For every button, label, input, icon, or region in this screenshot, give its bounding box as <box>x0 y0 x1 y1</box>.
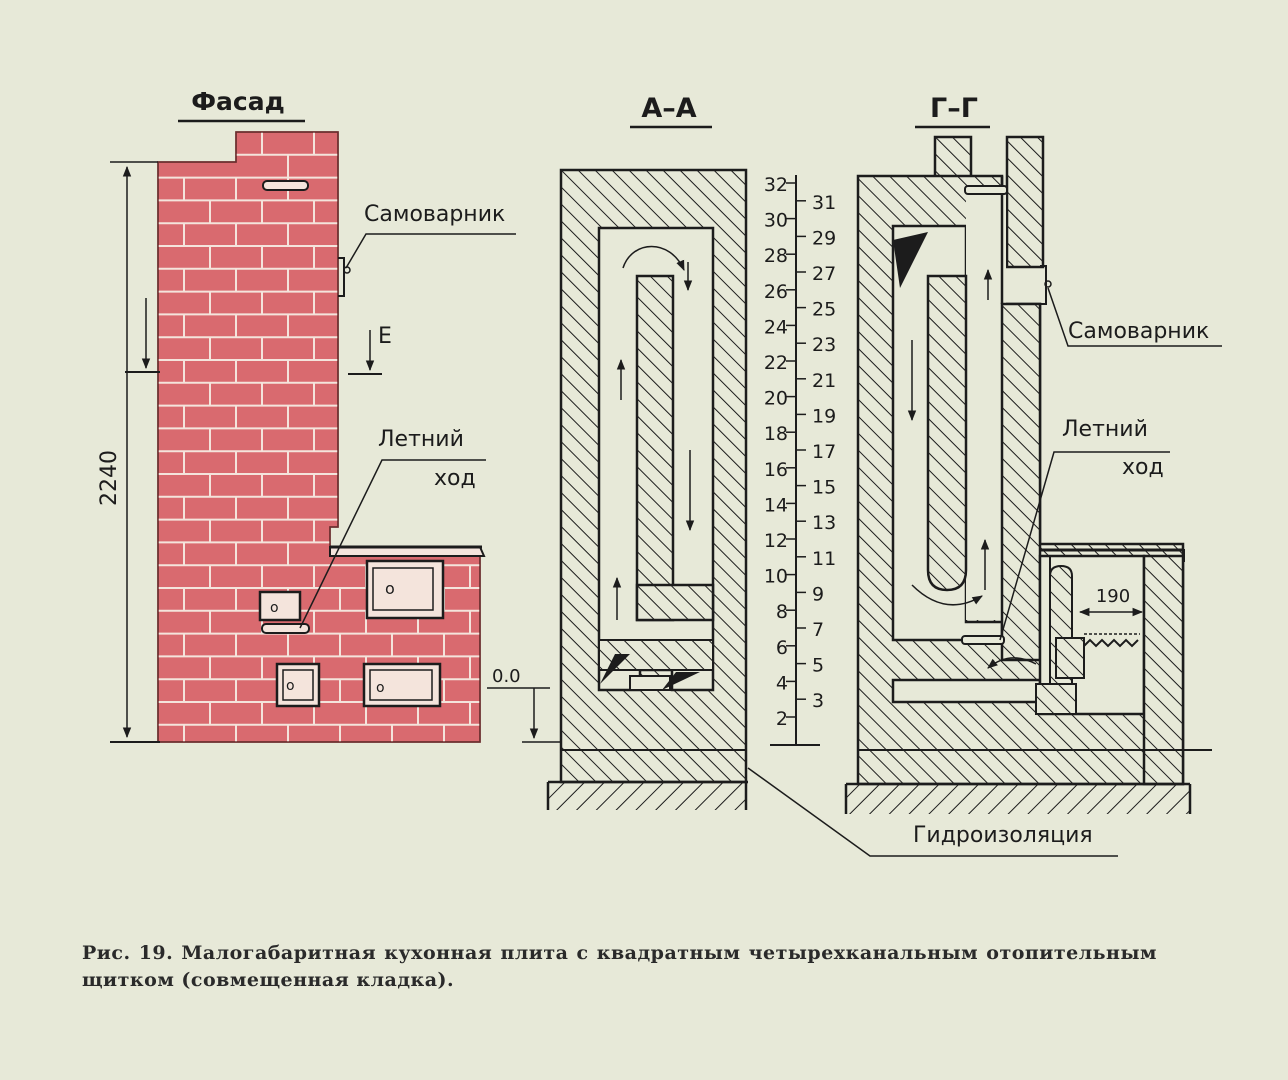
top-valve <box>262 180 309 191</box>
label-khod-facade: ход <box>434 466 476 491</box>
zero-level-label: 0.0 <box>492 666 521 687</box>
aa-inner-partition <box>635 274 675 622</box>
scale-number-left: 24 <box>764 316 788 338</box>
label-samovarnik-section: Самоварник <box>1068 319 1209 344</box>
scale-number-right: 13 <box>812 512 836 534</box>
scale-number-right: 31 <box>812 192 836 214</box>
scale-number-right: 19 <box>812 405 836 427</box>
scale-number-right: 27 <box>812 263 836 285</box>
figure-caption: Рис. 19. Малогабаритная кухонная плита с… <box>82 942 1157 991</box>
section-mark-e: Е <box>378 324 392 349</box>
svg-text:о: о <box>270 600 279 616</box>
oven-door: о <box>365 559 445 620</box>
scale-number-left: 14 <box>764 494 788 516</box>
dimension-190: 190 <box>1096 586 1130 607</box>
scale-number-left: 30 <box>764 210 788 232</box>
scale-number-left: 32 <box>764 174 788 196</box>
svg-text:о: о <box>376 680 385 696</box>
summer-valve <box>261 623 310 634</box>
ash-door: о <box>362 662 442 708</box>
scale-number-left: 2 <box>776 708 788 730</box>
scale-number-right: 7 <box>812 619 824 641</box>
scale-number-left: 8 <box>776 601 788 623</box>
waterproofing-callout: Гидроизоляция <box>747 767 1118 857</box>
scale-number-right: 23 <box>812 334 836 356</box>
svg-text:о: о <box>286 678 295 694</box>
scale-number-right: 15 <box>812 477 836 499</box>
gg-inner-partition <box>926 274 968 592</box>
label-letniy-section: Летний <box>1062 417 1148 442</box>
scale-number-left: 4 <box>776 672 788 694</box>
scale-number-left: 18 <box>764 423 788 445</box>
scale-number-right: 11 <box>812 548 836 570</box>
facade-view: Фасад о о о <box>97 87 560 743</box>
section-aa-title: А–А <box>641 93 696 124</box>
scale-number-left: 20 <box>764 388 788 410</box>
scale-number-right: 5 <box>812 655 824 677</box>
height-dimension: 2240 <box>97 450 122 506</box>
label-khod-section: ход <box>1122 455 1164 480</box>
samovar-outlet <box>338 257 345 297</box>
svg-text:о: о <box>385 579 395 598</box>
label-letniy-facade: Летний <box>378 427 464 452</box>
section-gg-title: Г–Г <box>930 93 978 124</box>
scale-number-left: 10 <box>764 566 788 588</box>
scale-number-right: 3 <box>812 690 824 712</box>
label-samovarnik-facade: Самоварник <box>364 202 505 227</box>
scale-number-left: 6 <box>776 637 788 659</box>
section-gg-view: Г–Г 190 <box>844 93 1222 814</box>
scale-number-right: 9 <box>812 583 824 605</box>
scale-number-left: 22 <box>764 352 788 374</box>
scale-number-left: 12 <box>764 530 788 552</box>
row-scale: 32 30 28 26 24 22 20 18 16 14 12 10 8 6 4 2 31 29 27 25 23 2… <box>764 174 836 746</box>
scale-number-left: 26 <box>764 281 788 303</box>
facade-title: Фасад <box>191 87 285 116</box>
scale-number-right: 17 <box>812 441 836 463</box>
label-waterproofing: Гидроизоляция <box>913 823 1093 848</box>
scale-number-right: 21 <box>812 370 836 392</box>
scale-number-right: 29 <box>812 227 836 249</box>
firebox-door: о <box>275 662 321 708</box>
scale-number-right: 25 <box>812 299 836 321</box>
section-aa-view: А–А <box>546 93 748 810</box>
cleanout-door: о <box>258 590 302 622</box>
scale-number-left: 28 <box>764 245 788 267</box>
scale-number-left: 16 <box>764 459 788 481</box>
